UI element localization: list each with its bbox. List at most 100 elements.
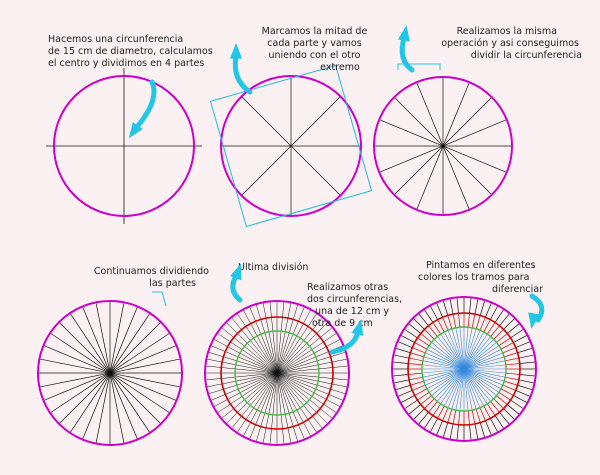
ring-tick (442, 299, 449, 316)
ring-tick (436, 420, 443, 436)
ring-tick (408, 323, 421, 334)
ring-tick (409, 376, 423, 381)
ring-tick (447, 409, 453, 423)
ring-tick (517, 347, 534, 354)
ring-tick (418, 313, 429, 326)
ring-tick (479, 407, 486, 421)
step-2-panel (209, 64, 373, 228)
ring-tick (493, 329, 504, 340)
ring-tick (510, 399, 525, 410)
outer-circle (391, 296, 537, 442)
ring-tick (485, 420, 492, 436)
ring-tick (400, 334, 415, 343)
division-line (205, 365, 349, 381)
ring-tick (428, 325, 438, 337)
ring-tick (432, 403, 441, 416)
ring-tick (412, 317, 425, 330)
ring-tick (447, 315, 453, 329)
arrow-step-5 (230, 273, 243, 303)
ring-tick (424, 398, 435, 409)
ring-tick (467, 410, 470, 425)
ring-tick (442, 407, 449, 421)
ring-tick (397, 341, 413, 348)
division-line (39, 358, 181, 388)
ring-tick (429, 418, 438, 433)
ring-tick (403, 399, 418, 410)
ring-tick (493, 398, 504, 409)
step-6-caption: Pintamos en diferentes colores los tramo… (418, 260, 543, 295)
ring-tick (505, 357, 519, 362)
ring-tick (479, 422, 486, 439)
ring-tick (510, 328, 525, 339)
outer-circle (204, 300, 350, 446)
ring-tick (475, 315, 481, 329)
ring-tick (503, 408, 516, 421)
ring-tick (410, 380, 424, 386)
arrow-step-3 (399, 35, 415, 73)
ring-tick (414, 388, 428, 396)
division-line (422, 364, 506, 374)
ring-tick (410, 352, 424, 358)
ring-tick (487, 403, 496, 416)
arrow-step-6-head (528, 312, 541, 329)
ring-tick (487, 322, 496, 335)
ring-tick (442, 422, 449, 439)
ring-tick (483, 319, 491, 333)
ring-tick (420, 395, 432, 405)
ring-tick (436, 302, 443, 318)
ring-tick (507, 323, 520, 334)
outer-circle (53, 75, 195, 217)
ring-tick (502, 347, 516, 354)
ring-tick (490, 401, 500, 413)
ring-tick (500, 388, 514, 396)
ring-tick (505, 376, 519, 381)
ring-tick (420, 333, 432, 343)
ring-tick (503, 317, 516, 330)
ring-tick (458, 313, 461, 328)
step-1-panel (46, 68, 202, 224)
ring-tick (494, 308, 505, 323)
ring-tick (515, 390, 531, 397)
middle-circle (220, 316, 334, 430)
step-1-caption: Hacemos una circunferencia de 15 cm de d… (48, 34, 216, 69)
ring-tick (412, 384, 426, 391)
ring-tick (485, 302, 492, 318)
ring-tick (397, 390, 413, 397)
arrow-step-3-head (397, 25, 410, 42)
ring-tick (423, 308, 434, 323)
ring-tick (452, 314, 457, 328)
ring-tick (502, 384, 516, 391)
ring-tick (518, 354, 535, 359)
ring-tick (432, 322, 441, 335)
ring-tick (519, 374, 536, 377)
ring-tick (479, 299, 486, 316)
ring-tick (471, 314, 476, 328)
ring-tick (408, 372, 423, 375)
arrow-step-5-head (230, 263, 242, 281)
arrow-step-1-head (128, 122, 143, 139)
ring-tick (417, 392, 430, 401)
construction-square (209, 64, 373, 228)
ring-tick (474, 298, 479, 315)
ring-tick (442, 317, 449, 331)
division-line (379, 119, 507, 173)
step-6-panel (391, 296, 537, 442)
ring-tick (456, 297, 459, 314)
ring-tick (515, 341, 531, 348)
ring-tick (496, 333, 508, 343)
inner-circle (421, 326, 507, 412)
ring-tick (458, 410, 461, 425)
step-4-panel (37, 300, 183, 446)
ring-tick (412, 408, 425, 421)
ring-tick (499, 412, 510, 425)
outer-circle (373, 76, 513, 216)
ring-tick (408, 404, 421, 415)
ring-tick (490, 325, 500, 337)
ring-tick (393, 379, 410, 384)
ring-tick (498, 337, 511, 346)
arrow-step-5b (329, 329, 361, 355)
ring-tick (408, 363, 423, 366)
ring-tick (500, 342, 514, 350)
step-3-caption: Realizamos la misma operación y asi cons… (441, 26, 582, 61)
step-5-caption: Ultima división (238, 262, 308, 273)
